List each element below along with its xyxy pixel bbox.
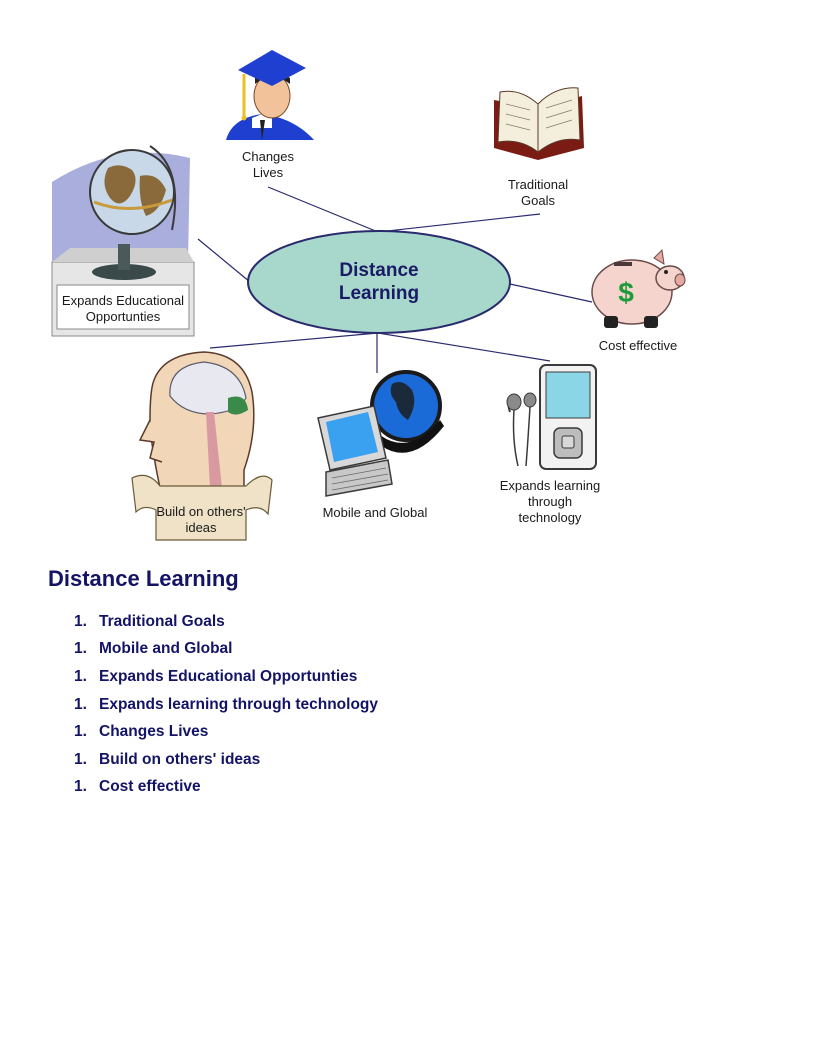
center-ellipse — [247, 230, 511, 334]
connector-changes-lives — [267, 186, 379, 233]
node-label-expands-educational: Expands Educational Opportunties — [61, 293, 185, 324]
outline-item: 1. Traditional Goals — [74, 608, 378, 636]
piggy-bank-icon: $ — [591, 248, 686, 328]
node-label-expands-tech: Expands learning through technology — [499, 478, 601, 525]
outline-item-number: 1. — [74, 695, 87, 713]
globe-icon — [51, 145, 195, 337]
outline-item: 1. Build on others' ideas — [74, 746, 378, 774]
connector-expands-educational — [197, 238, 251, 283]
outline-item-text: Expands learning through technology — [99, 695, 379, 713]
connector-traditional-goals — [377, 213, 541, 233]
connector-lines — [197, 186, 593, 373]
svg-text:$: $ — [618, 277, 634, 308]
outline-item-text: Traditional Goals — [99, 612, 225, 630]
outline-item-number: 1. — [74, 778, 87, 796]
outline-item-text: Build on others' ideas — [99, 750, 261, 768]
outline-item-number: 1. — [74, 612, 87, 630]
laptop-globe-icon — [317, 370, 444, 497]
node-label-changes-lives: Changes Lives — [241, 149, 295, 180]
outline-item-number: 1. — [74, 750, 87, 768]
outline-heading: Distance Learning — [48, 566, 239, 591]
node-label-build-on-ideas: Build on others' ideas — [156, 504, 246, 535]
media-player-icon — [506, 364, 597, 470]
connector-build-on-ideas — [209, 332, 379, 349]
outline-item: 1. Changes Lives — [74, 718, 378, 746]
outline-item-number: 1. — [74, 723, 87, 741]
node-label-mobile-global: Mobile and Global — [322, 505, 428, 520]
outline-item-text: Mobile and Global — [99, 640, 233, 658]
outline-item-number: 1. — [74, 640, 87, 658]
connector-expands-tech — [377, 332, 551, 362]
outline-item: 1. Mobile and Global — [74, 636, 378, 664]
outline-list: 1.Traditional Goals 1.Mobile and Global … — [74, 608, 378, 801]
outline-item: 1. Expands Educational Opportunties — [74, 663, 378, 691]
outline-item-text: Changes Lives — [99, 723, 209, 741]
outline-item: 1. Expands learning through technology — [74, 691, 378, 719]
graduate-icon — [226, 50, 314, 140]
node-label-traditional-goals: Traditional Goals — [507, 177, 569, 208]
outline-item-number: 1. — [74, 667, 87, 685]
outline-item-text: Cost effective — [99, 778, 201, 796]
mind-map-diagram: $ — [51, 50, 686, 541]
connector-cost-effective — [509, 283, 593, 303]
book-icon — [494, 87, 584, 160]
center-label: Distance Learning — [338, 260, 420, 304]
mind-map-canvas: $ — [51, 50, 686, 541]
node-label-cost-effective: Cost effective — [598, 338, 678, 353]
outline-item-text: Expands Educational Opportunties — [99, 667, 358, 685]
brain-head-icon — [131, 351, 273, 541]
outline-item: 1. Cost effective — [74, 774, 378, 802]
